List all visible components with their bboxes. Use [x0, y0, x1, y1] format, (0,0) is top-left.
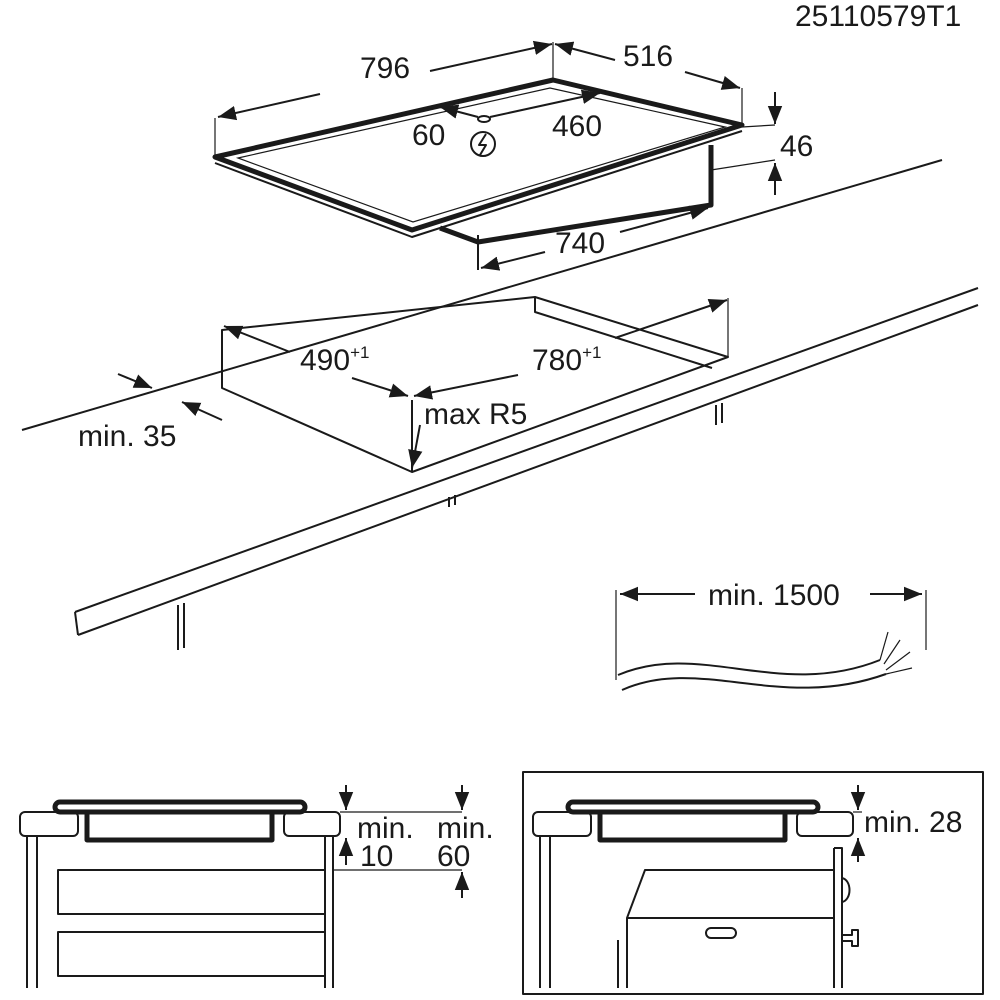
dim-cutout-width: 780+1 — [532, 343, 601, 377]
dim-hob-width: 796 — [360, 52, 410, 85]
dim-cutout-depth: 490+1 — [300, 343, 369, 377]
dim-box-width: 740 — [555, 227, 605, 260]
cutout-dimension-lines — [117, 298, 729, 469]
dim-hob-height: 46 — [780, 130, 813, 163]
hob-dimension-lines — [214, 40, 783, 271]
document-id: 25110579T1 — [795, 0, 961, 33]
worktop-drawing — [21, 159, 979, 650]
cable-drawing — [615, 586, 927, 691]
dim-hob-depth: 516 — [623, 40, 673, 73]
dim-corner-radius: max R5 — [424, 398, 527, 431]
section-oven-drawing — [522, 771, 984, 995]
dim-min-60-value: 60 — [437, 840, 470, 873]
dim-connection-distance: 460 — [552, 110, 602, 143]
dim-min-10-value: 10 — [360, 840, 393, 873]
dim-front-distance: min. 35 — [78, 420, 176, 453]
dim-cable-length: min. 1500 — [708, 579, 840, 612]
dim-min-28: min. 28 — [864, 806, 962, 839]
dim-min-60-label: min. — [437, 812, 494, 845]
section-drawer-drawing — [19, 785, 470, 988]
dim-min-10-label: min. — [357, 812, 414, 845]
electric-connection-icon — [470, 131, 496, 157]
dim-connection-offset: 60 — [412, 119, 445, 152]
